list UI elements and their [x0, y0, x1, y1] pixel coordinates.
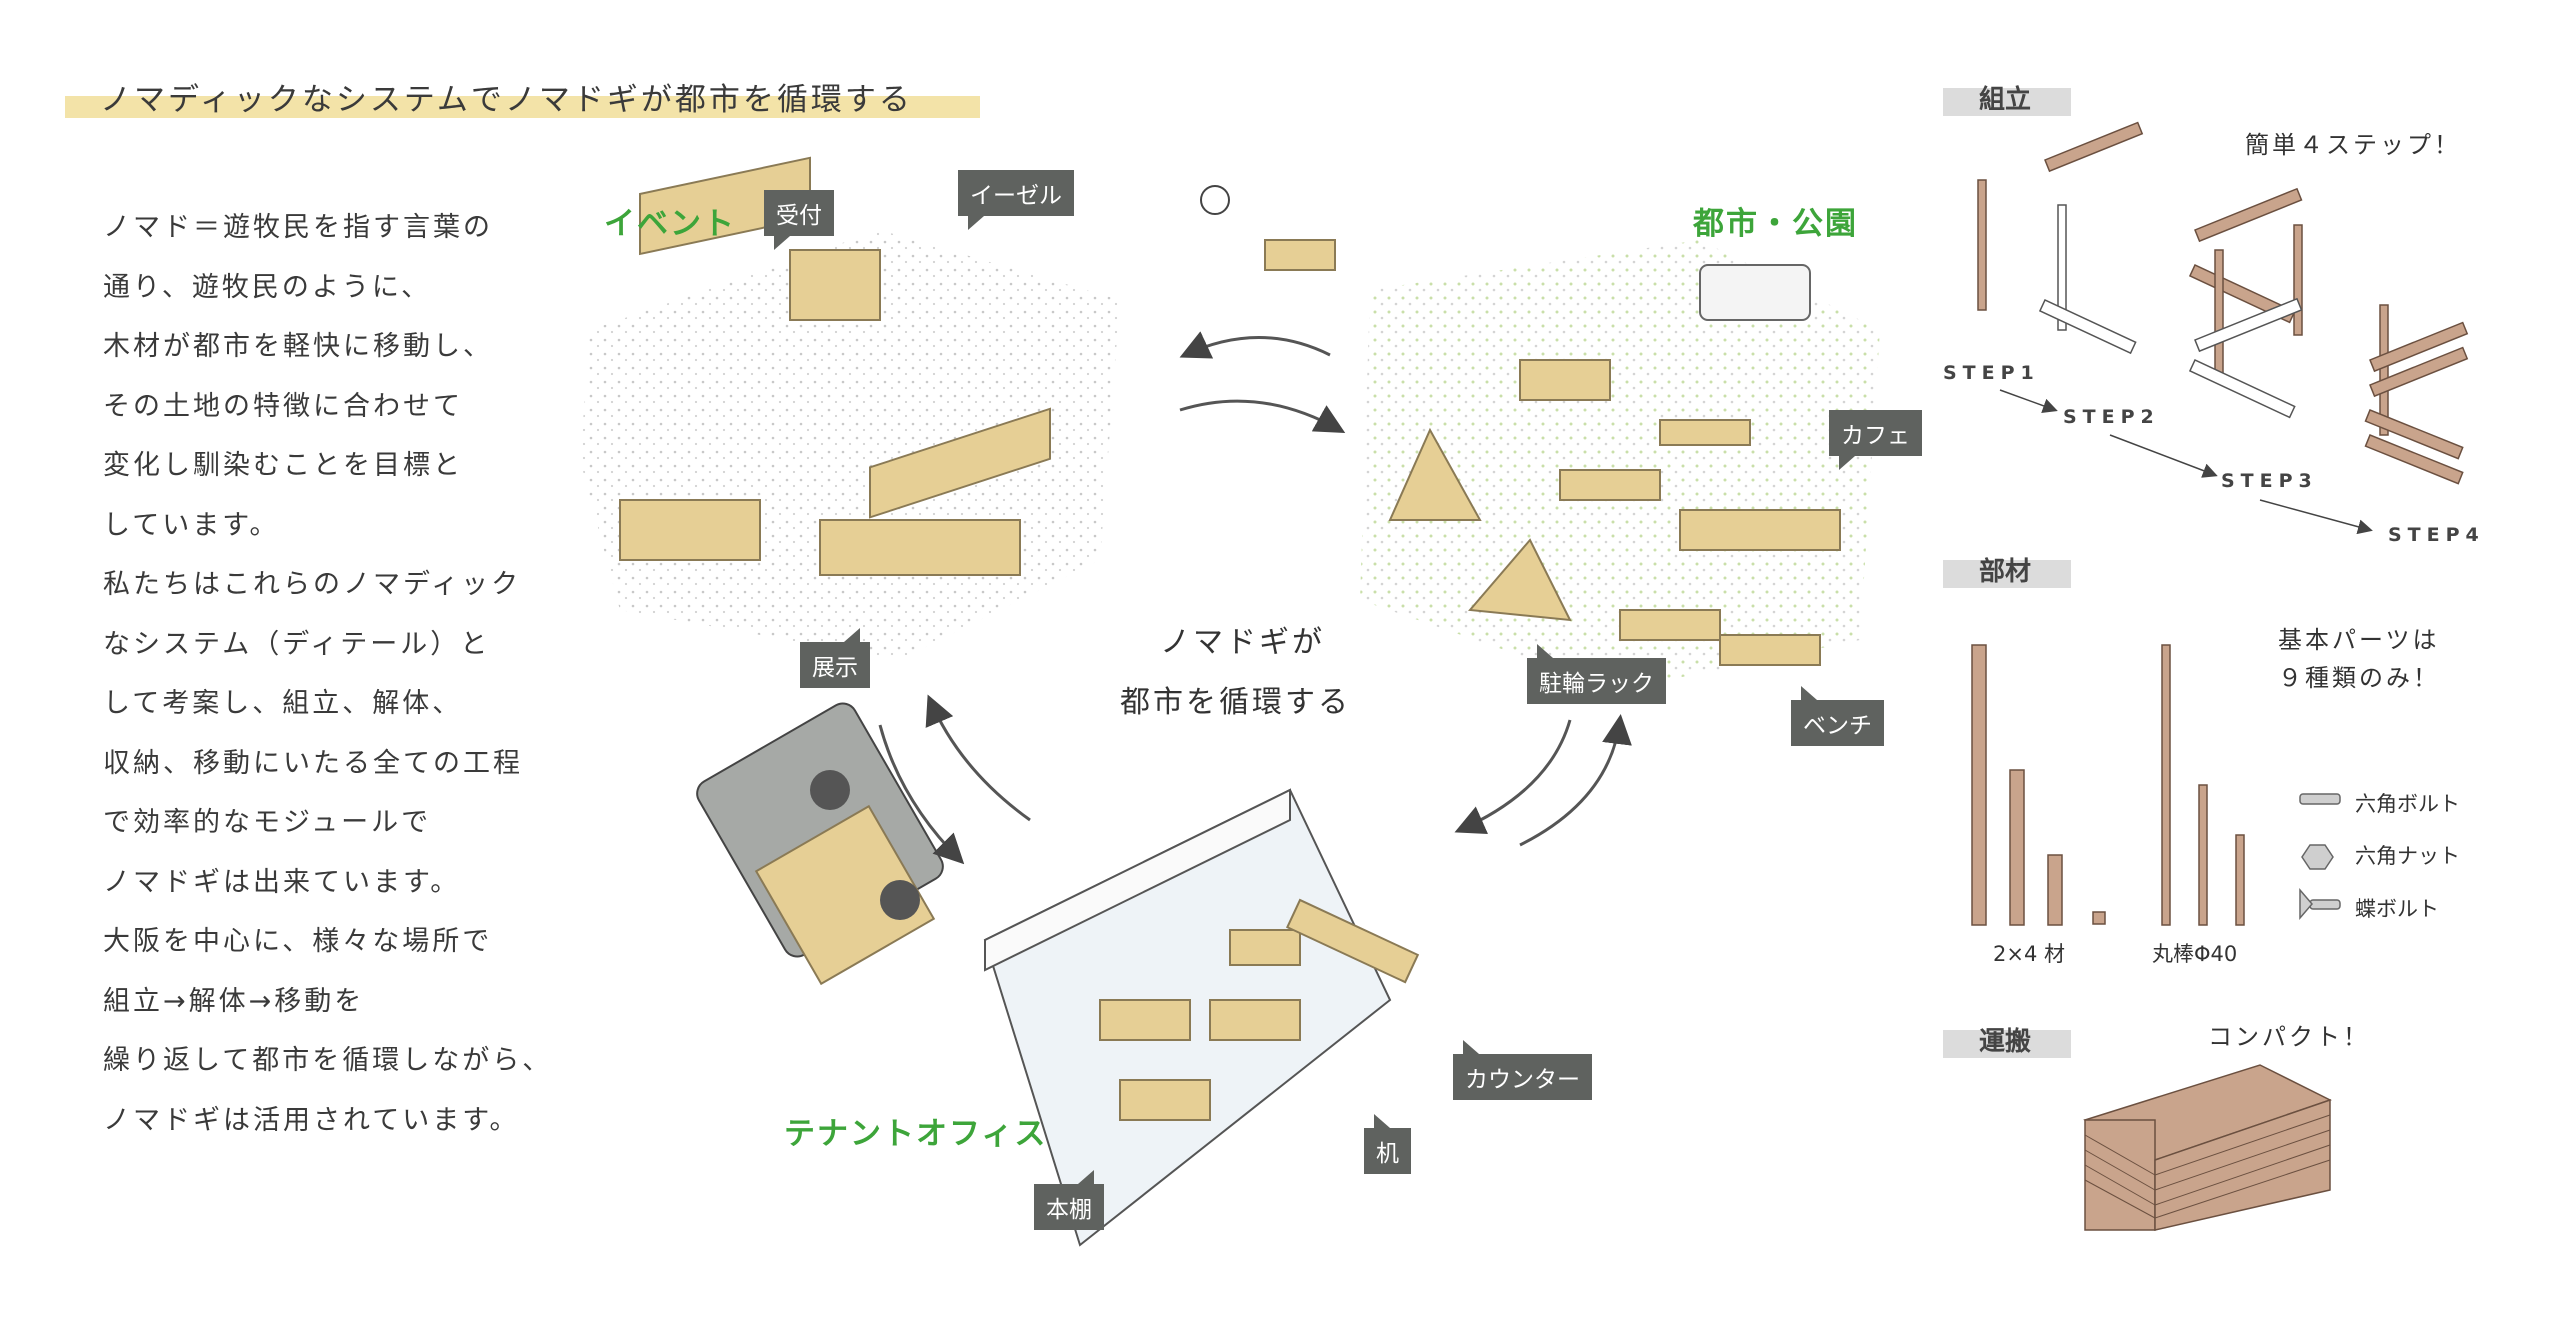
callout-bench: ベンチ	[1791, 686, 1884, 746]
transport-note: コンパクト！	[2208, 1023, 2370, 1051]
office-illustration	[983, 788, 1420, 1247]
body-line: 大阪を中心に、様々な場所で	[103, 926, 493, 957]
office-scene-title: テナントオフィス	[784, 1116, 1048, 1152]
callout-desk: 机	[1364, 1114, 1411, 1174]
park-scene-title: 都市・公園	[1693, 206, 1858, 242]
hex-nut-label: 六角ナット	[2355, 844, 2460, 868]
body-line: 変化し馴染むことを目標と	[103, 450, 463, 481]
lumber-2x4-label: 2×4 材	[1993, 942, 2065, 966]
truck-illustration	[696, 702, 944, 986]
transport-stack-illustration	[2083, 1064, 2332, 1231]
body-line: その土地の特徴に合わせて	[103, 391, 463, 422]
step-3-label: STEP3	[2221, 470, 2318, 492]
callout-bike-rack: 駐輪ラック	[1527, 644, 1666, 704]
parts-heading: 部材	[1943, 559, 2071, 588]
assembly-note: 簡単４ステップ！	[2245, 131, 2461, 159]
body-line: 木材が都市を軽快に移動し、	[103, 331, 493, 362]
center-caption-line2: 都市を循環する	[1120, 685, 1351, 720]
event-scene-title: イベント	[604, 206, 736, 242]
body-line: で効率的なモジュールで	[103, 807, 432, 838]
center-caption-line1: ノマドギが	[1160, 625, 1325, 660]
circulation-arrows	[878, 331, 1632, 865]
callout-exhibit: 展示	[800, 628, 870, 688]
callout-cafe: カフェ	[1829, 410, 1922, 470]
body-line: ノマド＝遊牧民を指す言葉の	[103, 212, 493, 243]
body-line: 私たちはこれらのノマディック	[103, 569, 522, 600]
title-highlight	[65, 96, 980, 118]
body-line: しています。	[103, 510, 280, 541]
step-2-label: STEP2	[2063, 406, 2160, 428]
body-line: して考案し、組立、解体、	[103, 688, 463, 719]
transport-heading: 運搬	[1943, 1029, 2071, 1058]
body-line: 繰り返して都市を循環しながら、	[103, 1045, 553, 1076]
body-line: 組立→解体→移動を	[103, 986, 365, 1017]
callout-easel: イーゼル	[958, 170, 1074, 230]
parts-note-line2: ９種類のみ！	[2278, 664, 2440, 692]
round-bar-label: 丸棒Φ40	[2152, 942, 2238, 966]
step-1-label: STEP1	[1943, 362, 2040, 384]
callout-counter: カウンター	[1453, 1040, 1592, 1100]
assembly-illustration	[1977, 121, 2469, 535]
hex-bolt-label: 六角ボルト	[2355, 792, 2460, 816]
assembly-heading: 組立	[1943, 87, 2071, 116]
callout-reception: 受付	[764, 190, 834, 250]
page-title: ノマディックなシステムでノマドギが都市を循環する	[100, 82, 913, 118]
body-line: 通り、遊牧民のように、	[103, 272, 432, 303]
wing-bolt-label: 蝶ボルト	[2355, 897, 2439, 921]
parts-note-line1: 基本パーツは	[2278, 626, 2440, 654]
body-line: ノマドギは活用されています。	[103, 1105, 520, 1136]
callout-bookshelf: 本棚	[1034, 1170, 1104, 1230]
parts-illustration	[1971, 644, 2341, 926]
step-4-label: STEP4	[2388, 524, 2485, 546]
body-line: なシステム（ディテール）と	[103, 629, 491, 660]
park-scene-illustration	[1360, 240, 1880, 690]
cart-worker-illustration	[1200, 185, 1336, 271]
body-line: ノマドギは出来ています。	[103, 867, 461, 898]
body-line: 収納、移動にいたる全ての工程	[103, 748, 523, 779]
event-scene-illustration	[580, 156, 1120, 660]
